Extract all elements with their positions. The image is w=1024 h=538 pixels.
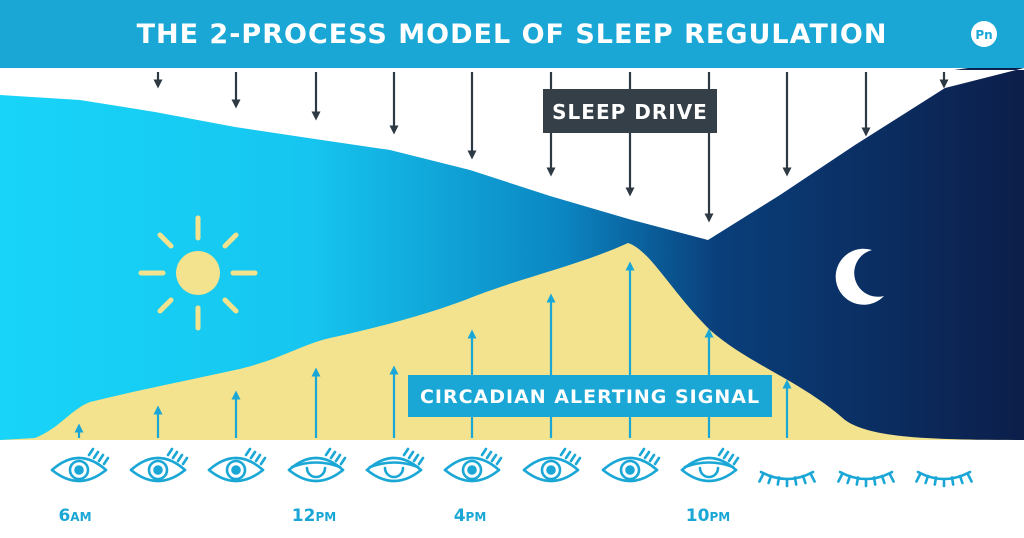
- drowsy-eye-icon: [365, 447, 425, 483]
- closed-eye-icon: [837, 470, 895, 488]
- drowsy-eye-icon: [680, 447, 740, 483]
- brand-logo: [971, 21, 997, 47]
- sleep-drive-area: [0, 68, 1024, 240]
- eye-icon-row: [50, 447, 973, 488]
- sun-icon: [138, 215, 258, 331]
- closed-eye-icon: [758, 470, 816, 488]
- sleep-drive-label: SLEEP DRIVE: [552, 100, 708, 124]
- sleep-drive-label-box: [543, 89, 717, 133]
- open-eye-icon: [207, 447, 267, 483]
- time-label-10pm: 10PM: [686, 506, 730, 526]
- circadian-label-box: [408, 375, 772, 417]
- open-eye-icon: [522, 447, 582, 483]
- open-eye-icon: [601, 447, 661, 483]
- time-labels: 6AM 12PM 4PM 10PM: [58, 506, 730, 526]
- title-banner: [0, 0, 1024, 68]
- drowsy-eye-icon: [287, 447, 347, 483]
- sleep-drive-arrows: [153, 72, 949, 223]
- open-eye-icon: [50, 447, 110, 483]
- time-label-4pm: 4PM: [454, 506, 487, 526]
- time-label-6am: 6AM: [58, 506, 91, 526]
- open-eye-icon: [129, 447, 189, 483]
- crescent-moon-icon: [835, 248, 884, 305]
- time-label-12pm: 12PM: [292, 506, 336, 526]
- circadian-label: CIRCADIAN ALERTING SIGNAL: [420, 386, 760, 408]
- closed-eye-icon: [915, 470, 973, 488]
- brand-logo-text: Pn: [975, 28, 992, 42]
- diagram-title: THE 2-PROCESS MODEL OF SLEEP REGULATION: [137, 19, 888, 50]
- open-eye-icon: [443, 447, 503, 483]
